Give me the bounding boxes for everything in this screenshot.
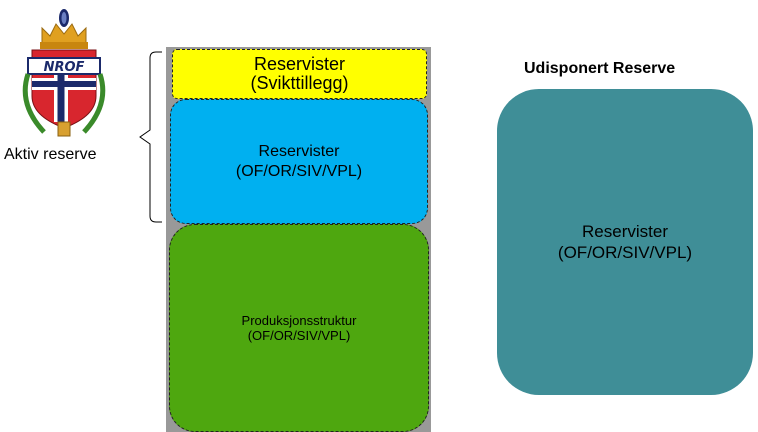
logo-text: NROF [44, 60, 85, 75]
green-line1: Produksjonsstruktur [241, 313, 357, 328]
nrof-logo: NROF [22, 9, 106, 137]
reservister-aktiv-box: Reservister (OF/OR/SIV/VPL) [170, 99, 428, 224]
teal-line1: Reservister [582, 222, 668, 241]
aktiv-reserve-brace [139, 51, 162, 223]
udisponert-reserve-title: Udisponert Reserve [524, 60, 676, 77]
reservister-svikttillegg-box: Reservister (Svikttillegg) [172, 49, 427, 99]
blue-line1: Reservister [258, 142, 340, 160]
green-line2: (OF/OR/SIV/VPL) [247, 328, 351, 343]
blue-line2: (OF/OR/SIV/VPL) [235, 162, 363, 180]
teal-line2: (OF/OR/SIV/VPL) [557, 243, 693, 262]
aktiv-reserve-label: Aktiv reserve [4, 146, 97, 163]
produksjonsstruktur-box: Produksjonsstruktur (OF/OR/SIV/VPL) [169, 224, 429, 432]
yellow-line2: (Svikttillegg) [250, 73, 349, 93]
udisponert-reserve-box: Reservister (OF/OR/SIV/VPL) [497, 89, 753, 395]
yellow-line1: Reservister [253, 54, 346, 74]
